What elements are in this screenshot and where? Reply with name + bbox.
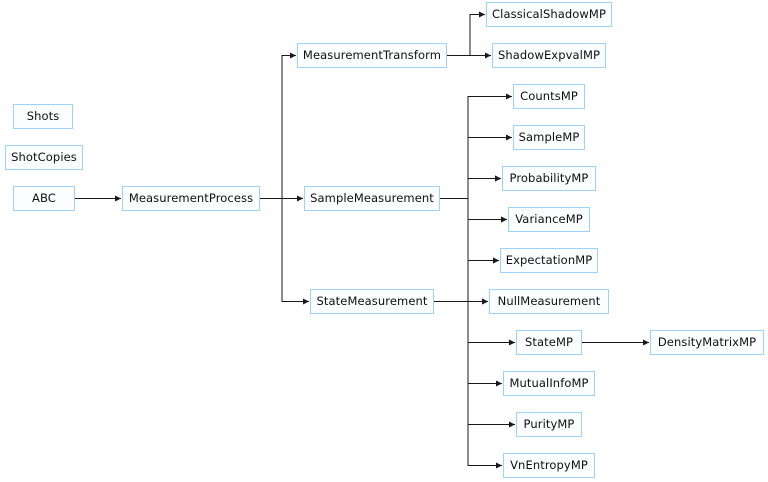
class-node-statemeasurement[interactable]: StateMeasurement [310,289,434,314]
class-node-samplemp[interactable]: SampleMP [513,125,585,150]
class-node-label: ExpectationMP [505,252,593,267]
class-node-classicalshadowmp[interactable]: ClassicalShadowMP [486,2,612,27]
edge-statemeasurement-to-vnentropymp [434,301,502,469]
class-node-label: MeasurementTransform [302,47,442,62]
class-node-nullmeasurement[interactable]: NullMeasurement [489,289,609,314]
class-node-shadowexpvalmp[interactable]: ShadowExpvalMP [492,43,606,68]
edge-statemeasurement-to-puritymp [434,301,515,428]
class-node-label: SampleMP [518,129,580,144]
edge-measurementprocess-to-statemeasurement [260,198,309,305]
class-node-measurementprocess[interactable]: MeasurementProcess [122,186,260,211]
edge-samplemeasurement-to-probabilitymp [440,175,501,199]
class-node-label: ABC [32,190,56,205]
class-node-label: StateMP [525,334,573,349]
edge-measurementtransform-to-classicalshadowmp [447,11,485,56]
class-node-label: NullMeasurement [497,293,601,308]
class-node-label: ProbabilityMP [509,170,589,185]
class-node-statemp[interactable]: StateMP [516,330,582,355]
class-node-probabilitymp[interactable]: ProbabilityMP [502,166,596,191]
class-node-label: ClassicalShadowMP [492,6,606,21]
class-node-label: DensityMatrixMP [657,334,757,349]
class-node-countsmp[interactable]: CountsMP [513,84,585,109]
class-node-label: MutualInfoMP [509,375,589,390]
class-node-mutualinfomp[interactable]: MutualInfoMP [503,371,595,396]
class-node-label: Shots [26,108,60,123]
edge-samplemeasurement-to-variancemp [440,198,507,223]
class-node-puritymp[interactable]: PurityMP [516,412,582,437]
class-node-vnentropymp[interactable]: VnEntropyMP [503,453,595,478]
class-node-samplemeasurement[interactable]: SampleMeasurement [304,186,440,211]
class-node-variancemp[interactable]: VarianceMP [508,207,590,232]
class-node-abc[interactable]: ABC [13,186,75,211]
class-node-label: StateMeasurement [316,293,428,308]
class-node-label: VarianceMP [515,211,583,226]
class-node-label: ShadowExpvalMP [497,47,601,62]
class-node-label: VnEntropyMP [510,457,588,472]
edge-samplemeasurement-to-expectationmp [440,198,499,264]
class-node-label: ShotCopies [11,149,77,164]
edge-samplemeasurement-to-nullmeasurement [440,198,488,305]
edge-statemeasurement-to-probabilitymp [434,175,501,302]
class-node-shots[interactable]: Shots [13,104,73,129]
class-node-label: MeasurementProcess [128,190,254,205]
class-node-shotcopies[interactable]: ShotCopies [5,145,83,170]
class-node-label: SampleMeasurement [310,190,434,205]
class-node-measurementtransform[interactable]: MeasurementTransform [297,43,447,68]
class-node-label: PurityMP [523,416,575,431]
class-node-densitymatrixmp[interactable]: DensityMatrixMP [650,330,764,355]
class-node-expectationmp[interactable]: ExpectationMP [500,248,598,273]
class-node-label: CountsMP [520,88,578,103]
edge-measurementprocess-to-measurementtransform [260,52,296,199]
